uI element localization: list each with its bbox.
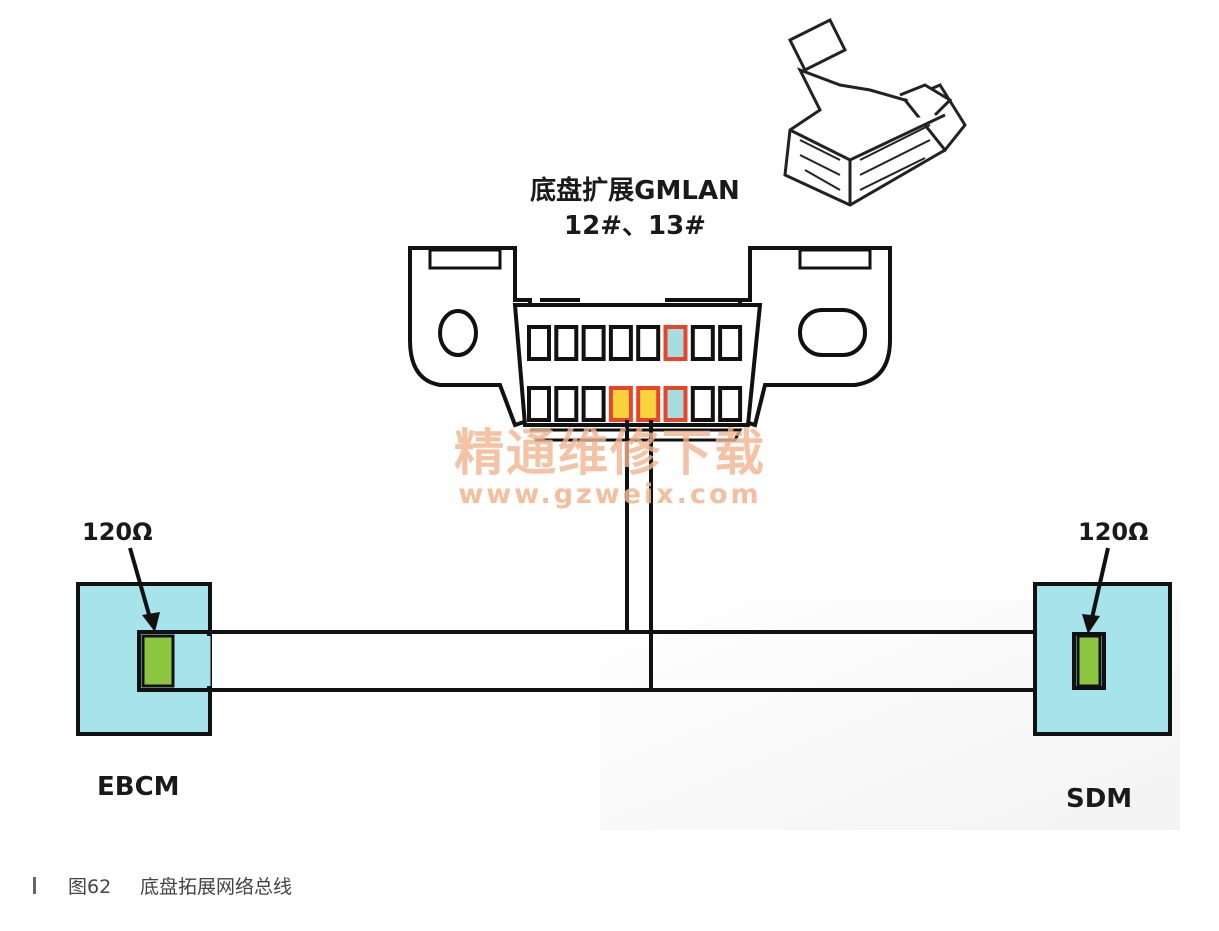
- caption-figure-number: 图62: [68, 876, 111, 898]
- resistor-sdm: [1076, 634, 1102, 688]
- resistor-label-ebcm: 120Ω: [82, 518, 153, 546]
- connector-pin-row1-8: [718, 325, 743, 361]
- arrow-head-ebcm: [142, 612, 160, 632]
- connector-pin-row1-2: [554, 325, 579, 361]
- connector-pin-row2-5: [636, 386, 661, 422]
- connector-label-line2: 12#、13#: [564, 211, 706, 241]
- connector-pin-row1-3: [581, 325, 606, 361]
- connector-label-line1: 底盘扩展GMLAN: [530, 175, 740, 206]
- connector-pin-row2-6: [663, 386, 688, 422]
- resistor-label-sdm: 120Ω: [1078, 518, 1149, 546]
- arrow-sdm: [1090, 547, 1110, 619]
- module-name-sdm: SDM: [1066, 784, 1132, 814]
- watermark-title: 精通维修下载: [454, 423, 766, 482]
- arrow-head-sdm: [1082, 614, 1100, 634]
- connector-pin-row1-6: [663, 325, 688, 361]
- connector-pin-row2-1: [527, 386, 551, 422]
- module-name-ebcm: EBCM: [97, 772, 180, 802]
- connector-pin-row1-1: [527, 325, 551, 361]
- watermark-url: www.gzweix.com: [458, 479, 761, 510]
- connector-pin-row2-8: [718, 386, 743, 422]
- connector-pin-row1-7: [690, 325, 715, 361]
- resistor-ebcm: [141, 634, 175, 688]
- module-sdm: [1033, 582, 1172, 736]
- mounting-hole-left: [438, 309, 478, 357]
- connector-pin-row2-4: [608, 386, 633, 422]
- connector-pin-row2-7: [690, 386, 715, 422]
- connector-pin-row2-2: [554, 386, 579, 422]
- connector-3d-illustration: [783, 17, 967, 207]
- mounting-hole-right: [798, 308, 867, 357]
- connector-pin-row1-5: [636, 325, 661, 361]
- module-ebcm: [76, 582, 212, 736]
- arrow-ebcm: [128, 547, 152, 619]
- connector-pin-row1-4: [608, 325, 633, 361]
- caption-text: 底盘拓展网络总线: [140, 876, 292, 898]
- caption-bar: [33, 877, 36, 894]
- connector-pin-row2-3: [581, 386, 606, 422]
- connector-pins: [527, 325, 743, 422]
